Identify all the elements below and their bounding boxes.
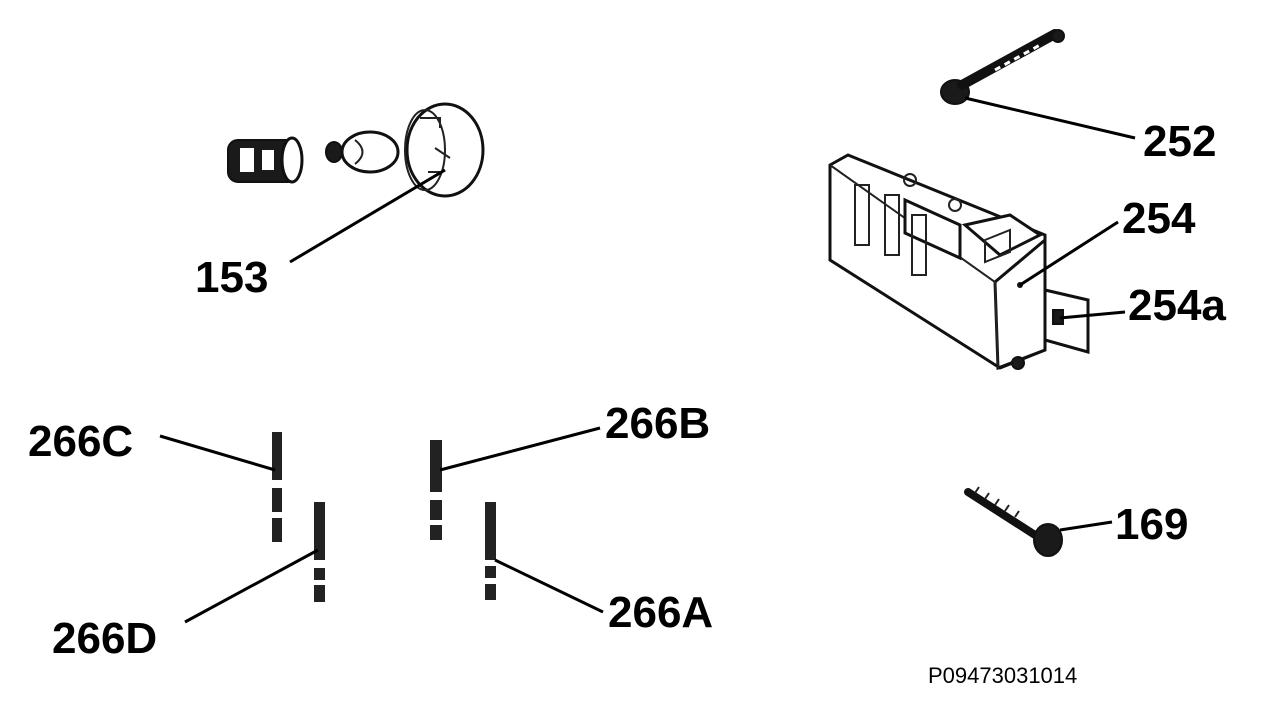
part-254a-bracket xyxy=(1043,288,1090,354)
leader-266b xyxy=(439,426,601,472)
label-266a: 266A xyxy=(608,588,713,637)
part-254-ignition-generator xyxy=(828,153,1047,371)
part-266c-pin xyxy=(270,432,284,542)
part-266b-pin xyxy=(428,440,444,540)
label-153: 153 xyxy=(195,253,268,302)
leader-153 xyxy=(289,168,446,264)
leader-254a xyxy=(1059,310,1126,320)
part-266d-pin xyxy=(312,502,327,602)
leader-266a xyxy=(494,558,604,614)
label-252: 252 xyxy=(1143,117,1216,166)
part-169-screw xyxy=(964,486,1063,557)
leader-252 xyxy=(964,96,1136,140)
label-254: 254 xyxy=(1122,194,1196,243)
label-266c: 266C xyxy=(28,417,133,466)
part-153-lamp-assembly xyxy=(227,102,485,198)
label-254a: 254a xyxy=(1128,281,1226,330)
lamp-socket xyxy=(227,136,304,184)
part-252-electrode xyxy=(940,29,1065,105)
label-266d: 266D xyxy=(52,614,157,663)
lamp-glass-cover xyxy=(404,102,485,198)
label-266b: 266B xyxy=(605,399,710,448)
leader-266c xyxy=(159,434,276,472)
leader-266d xyxy=(184,548,319,624)
drawing-code: P09473031014 xyxy=(928,663,1077,688)
lamp-bulb xyxy=(325,130,400,174)
part-266a-pin xyxy=(483,502,498,600)
leader-169 xyxy=(1059,520,1113,532)
label-169: 169 xyxy=(1115,500,1188,549)
leader-254 xyxy=(1019,220,1119,287)
